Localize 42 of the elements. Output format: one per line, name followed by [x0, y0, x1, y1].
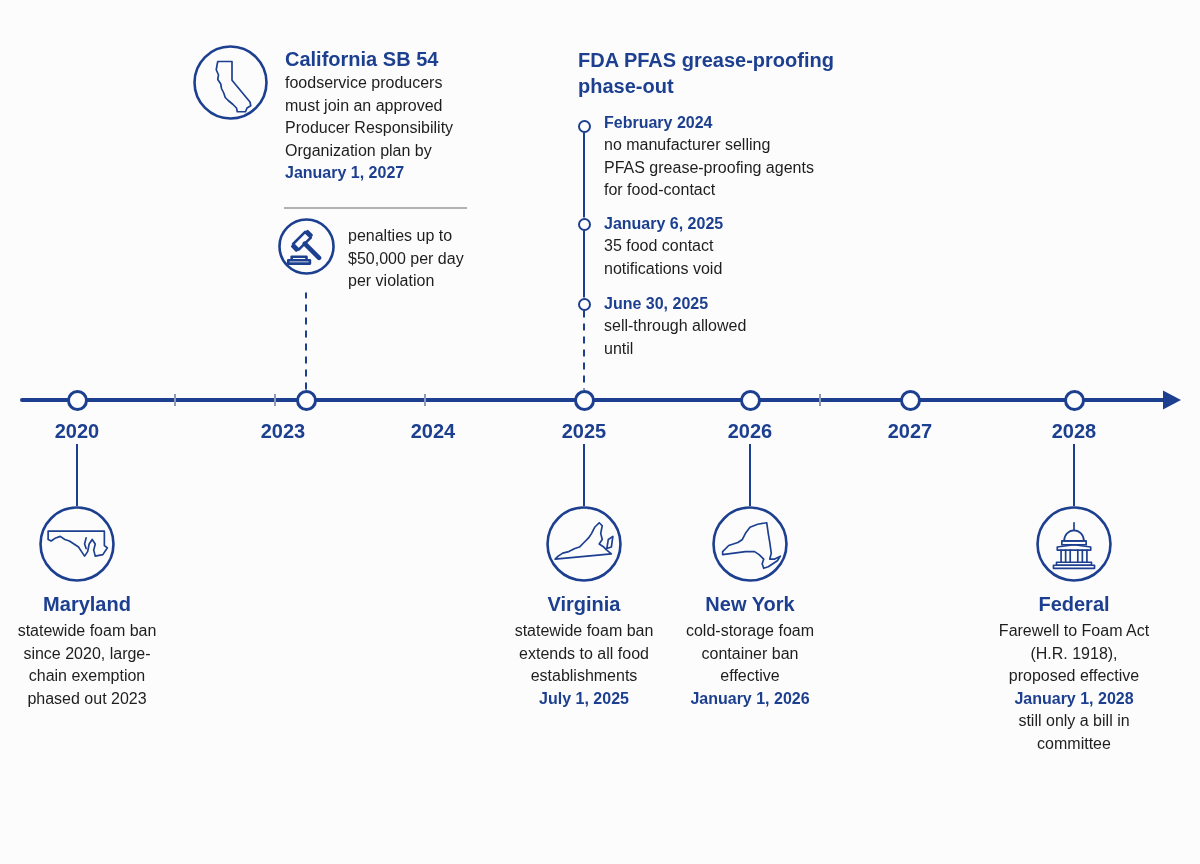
event-description: penalties up to $50,000 per day per violation	[348, 226, 465, 291]
event-date: June 30, 2025	[604, 294, 710, 314]
connector-line	[583, 443, 585, 507]
event-description: no manufacturer selling PFAS grease-proofing agents for food-contact	[604, 135, 814, 200]
event-title: FDA PFAS grease-proofing phase-out	[578, 48, 835, 99]
year-label: 2028	[1046, 419, 1102, 444]
year-label: 2026	[722, 419, 778, 444]
event-title: Virginia	[546, 592, 622, 617]
event-title: Maryland	[42, 592, 132, 617]
event-date: February 2024	[604, 113, 714, 133]
year-label: 2020	[49, 419, 105, 444]
connector-line	[583, 229, 585, 299]
event-description: statewide foam ban since 2020, large-chain exemption phased out 2023	[16, 621, 158, 709]
timeline-marker	[295, 389, 317, 411]
connector-line	[1073, 443, 1075, 507]
event-title: Federal	[1037, 592, 1111, 617]
year-label: 2024	[409, 419, 457, 444]
event-description: sell-through allowed until	[604, 316, 748, 359]
connector-line	[749, 443, 751, 507]
event-title: New York	[704, 592, 796, 617]
event-description: 35 food contact notifications void	[604, 236, 724, 279]
year-label: 2023	[259, 419, 307, 444]
timeline-marker	[573, 389, 595, 411]
timeline-marker	[899, 389, 921, 411]
year-label: 2025	[556, 419, 612, 444]
event-description: statewide foam ban extends to all food establishments July 1, 2025	[513, 621, 655, 709]
connector-line	[583, 131, 585, 219]
timeline-marker	[739, 389, 761, 411]
connector-line	[76, 443, 78, 507]
event-description: cold-storage foam container ban effective January 1, 2026	[684, 621, 816, 709]
event-date: January 6, 2025	[604, 214, 725, 234]
dashed-connector	[305, 291, 307, 391]
timeline-marker	[66, 389, 88, 411]
timeline-marker	[1063, 389, 1085, 411]
dashed-connector	[583, 309, 585, 391]
timeline-dot	[577, 119, 591, 133]
event-description: Farewell to Foam Act (H.R. 1918), proposed effective January 1, 2028 still only a bill in committee	[997, 621, 1151, 754]
timeline-dot	[577, 297, 591, 311]
event-title: California SB 54	[285, 47, 440, 72]
timeline-dot	[577, 217, 591, 231]
year-label: 2027	[886, 419, 934, 444]
event-description: foodservice producers must join an approved Producer Responsibility Organization plan by January 1, 2027	[285, 73, 455, 183]
